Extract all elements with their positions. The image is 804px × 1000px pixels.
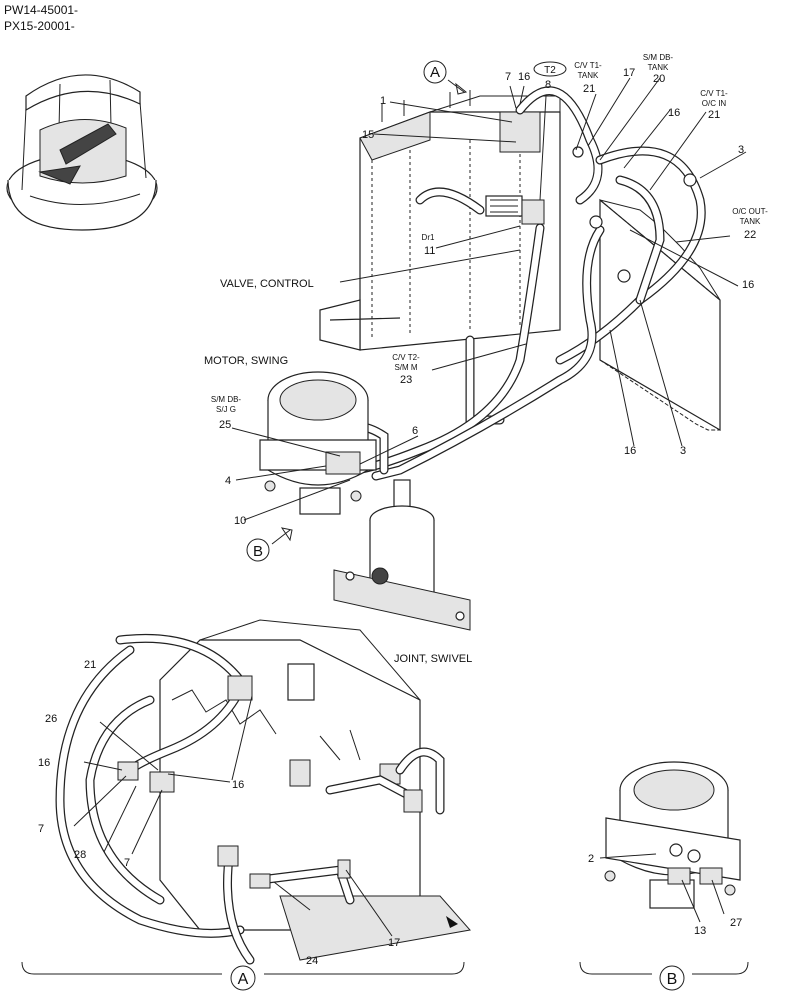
serial-number-1: PW14-45001- bbox=[4, 3, 78, 17]
callout: 22 bbox=[744, 229, 756, 241]
callout: 21 bbox=[708, 109, 720, 121]
svg-text:A: A bbox=[430, 64, 440, 81]
svg-text:B: B bbox=[253, 543, 263, 560]
callout: 3 bbox=[680, 445, 686, 457]
callout: 24 bbox=[306, 955, 318, 967]
swivel-joint-drawing bbox=[333, 479, 471, 631]
callout: 20 bbox=[653, 73, 665, 85]
port-label-cv-t1-tank-1: C/V T1- bbox=[574, 61, 602, 70]
callout: 13 bbox=[694, 925, 706, 937]
view-a-bracket: A bbox=[21, 961, 465, 991]
callout: 23 bbox=[400, 374, 412, 386]
callout: 3 bbox=[738, 144, 744, 156]
port-label-cv-t1-oc-in-1: C/V T1- bbox=[700, 89, 728, 98]
serial-number-2: PX15-20001- bbox=[4, 19, 75, 33]
component-label-motor-swing: MOTOR, SWING bbox=[204, 355, 288, 367]
swing-motor-drawing bbox=[259, 371, 377, 515]
port-label-oc-out-tank-2: TANK bbox=[740, 217, 761, 226]
component-label-joint-swivel: JOINT, SWIVEL bbox=[394, 653, 472, 665]
callout: 7 bbox=[124, 857, 130, 869]
port-label-dr1: Dr1 bbox=[422, 233, 435, 242]
component-label-valve-control: VALVE, CONTROL bbox=[220, 278, 314, 290]
port-label-sm-db-tank-2: TANK bbox=[648, 63, 669, 72]
svg-text:A: A bbox=[238, 971, 249, 988]
callout: 10 bbox=[234, 515, 246, 527]
port-t2-label: T2 bbox=[533, 61, 567, 77]
port-label-oc-out-tank-1: O/C OUT- bbox=[732, 207, 768, 216]
callout: 4 bbox=[225, 475, 231, 487]
port-label-cv-t2-sm-m-2: S/M M bbox=[394, 363, 417, 372]
view-a-detail-drawing bbox=[55, 619, 471, 965]
callouts-view-a: 21 26 16 7 28 7 16 24 17 bbox=[38, 659, 400, 967]
callout: 28 bbox=[74, 849, 86, 861]
view-b-marker: B bbox=[246, 527, 293, 562]
callout: 16 bbox=[624, 445, 636, 457]
callout: 16 bbox=[518, 71, 530, 83]
callout: 1 bbox=[380, 95, 386, 107]
callout: 2 bbox=[588, 853, 594, 865]
callout: 15 bbox=[362, 129, 374, 141]
view-b-bracket: B bbox=[579, 961, 749, 991]
port-label-cv-t1-oc-in-2: O/C IN bbox=[702, 99, 727, 108]
callout: 26 bbox=[45, 713, 57, 725]
port-label-cv-t2-sm-m-1: C/V T2- bbox=[392, 353, 420, 362]
callout: 16 bbox=[668, 107, 680, 119]
callout: 7 bbox=[505, 71, 511, 83]
callout: 27 bbox=[730, 917, 742, 929]
machine-locator-thumbnail bbox=[6, 74, 158, 231]
callout: 6 bbox=[412, 425, 418, 437]
callout: 21 bbox=[583, 83, 595, 95]
port-label-sm-db-tank-1: S/M DB- bbox=[643, 53, 674, 62]
svg-text:T2: T2 bbox=[544, 65, 556, 76]
callouts-main: 7 16 8 17 20 21 1 15 16 21 3 22 11 16 23… bbox=[219, 67, 756, 527]
port-label-cv-t1-tank-2: TANK bbox=[578, 71, 599, 80]
callout: 11 bbox=[424, 245, 435, 257]
leader-lines-main bbox=[231, 77, 747, 521]
port-label-sm-db-sj-g-1: S/M DB- bbox=[211, 395, 242, 404]
callout: 21 bbox=[84, 659, 96, 671]
oil-cooler-drawing bbox=[599, 198, 721, 432]
callouts-view-b: 2 13 27 bbox=[588, 853, 742, 937]
callout: 17 bbox=[388, 937, 400, 949]
callout: 16 bbox=[232, 779, 244, 791]
callout: 25 bbox=[219, 419, 231, 431]
svg-text:B: B bbox=[667, 971, 678, 988]
callout: 8 bbox=[545, 79, 551, 91]
callout: 16 bbox=[38, 757, 50, 769]
callout: 7 bbox=[38, 823, 44, 835]
callout: 17 bbox=[623, 67, 635, 79]
view-b-detail-drawing bbox=[599, 761, 741, 923]
view-a-marker: A bbox=[423, 60, 468, 95]
control-valve-drawing bbox=[319, 90, 561, 425]
callout: 16 bbox=[742, 279, 754, 291]
port-label-sm-db-sj-g-2: S/J G bbox=[216, 405, 236, 414]
